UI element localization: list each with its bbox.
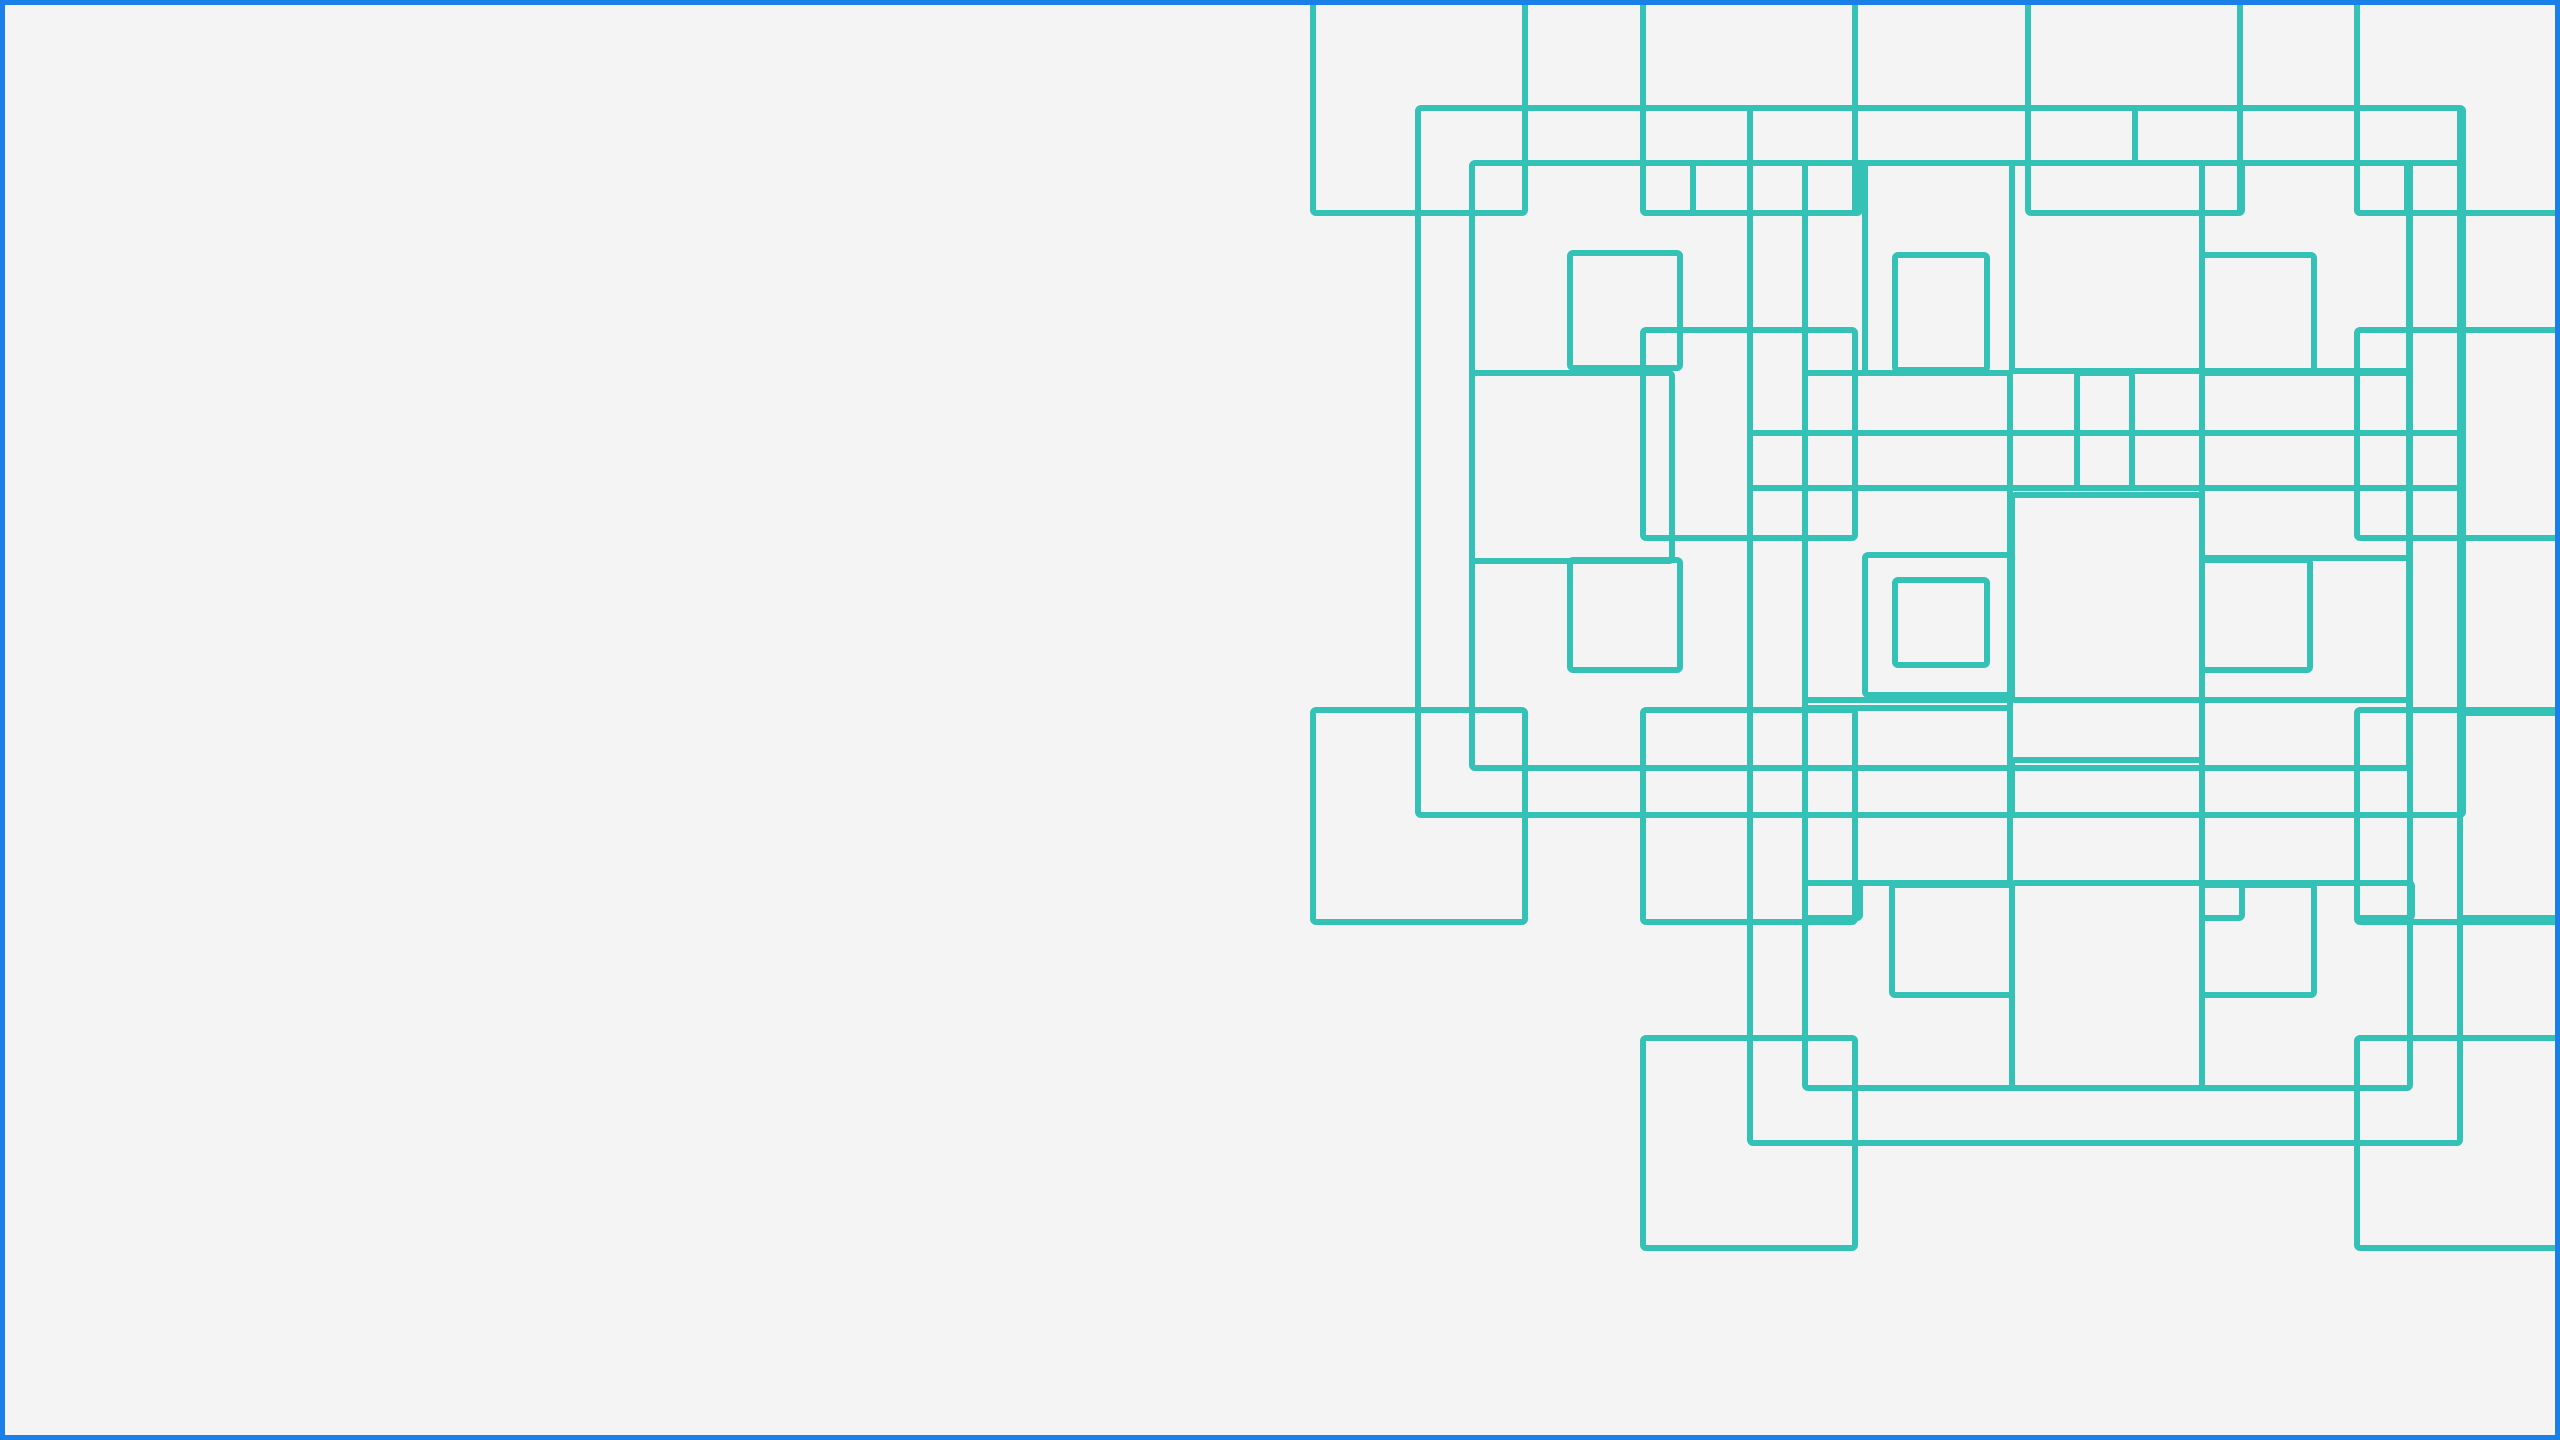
pattern-square-40: [1802, 880, 1863, 921]
pattern-square-13: [1640, 1035, 1858, 1251]
pattern-square-9: [1640, 707, 1858, 925]
pattern-square-22: [2199, 160, 2413, 374]
pattern-square-27: [1567, 250, 1683, 371]
pattern-square-43: [1802, 160, 1863, 216]
pattern-square-41: [2199, 880, 2245, 921]
pattern-square-17: [2457, 710, 2555, 921]
pattern-square-28: [1567, 557, 1683, 673]
pattern-square-32: [1892, 252, 1990, 373]
pattern-square-4: [1310, 5, 1528, 216]
pattern-square-47: [1747, 105, 2138, 166]
pattern-square-19: [2009, 160, 2205, 374]
pattern-square-46: [2354, 160, 2410, 216]
pattern-square-23: [2199, 370, 2413, 561]
pattern-square-20: [2009, 492, 2205, 703]
pattern-square-14: [2354, 1035, 2555, 1251]
decorative-square-pattern: [1310, 5, 2555, 1251]
pattern-square-38: [1889, 882, 2015, 998]
pattern-square-16: [2457, 535, 2555, 716]
pattern-square-33: [1892, 577, 1990, 668]
pattern-square-24: [1802, 697, 2013, 886]
pattern-square-37: [2199, 557, 2313, 673]
pattern-square-36: [2199, 252, 2317, 376]
pattern-square-31: [1862, 552, 2015, 698]
pattern-square-34: [2074, 370, 2135, 491]
pattern-square-21: [2009, 880, 2205, 1091]
pattern-square-35: [2009, 757, 2205, 818]
pattern-square-48: [2132, 105, 2463, 166]
pattern-square-1: [1747, 105, 2463, 1146]
pattern-square-42: [2354, 880, 2415, 921]
pattern-square-44: [1640, 160, 1696, 216]
pattern-square-8: [1310, 707, 1528, 925]
pattern-square-15: [2457, 210, 2555, 541]
pattern-square-6: [2025, 5, 2243, 216]
pattern-square-39: [2199, 882, 2317, 998]
pattern-square-45: [2199, 160, 2245, 216]
pattern-square-5: [1640, 5, 1858, 216]
pattern-square-25: [2199, 697, 2413, 886]
